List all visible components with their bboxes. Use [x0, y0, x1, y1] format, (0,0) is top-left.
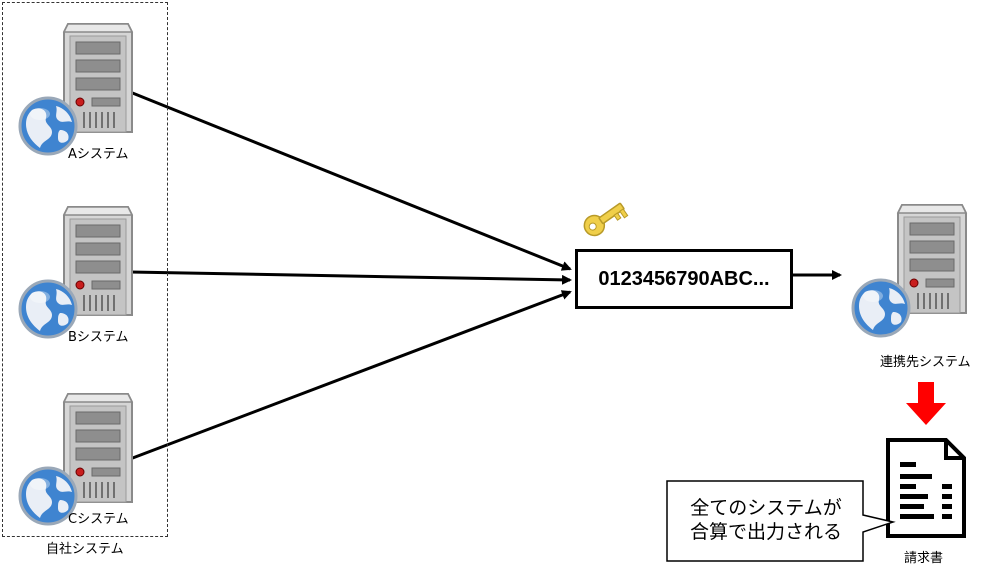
- globe-icon: [851, 278, 911, 338]
- arrow-a-to-key: [129, 90, 572, 271]
- document-label: 請求書: [904, 551, 944, 566]
- system-a-label: Aシステム: [68, 147, 129, 162]
- arrow-b-to-key: [129, 270, 572, 285]
- target-system-label: 連携先システム: [880, 355, 971, 370]
- callout-line-2: 合算で出力される: [689, 521, 842, 543]
- group-label: 自社システム: [46, 542, 124, 557]
- document-icon: [886, 438, 966, 538]
- target-system-node: [851, 204, 967, 338]
- key-value-text: 0123456790ABC...: [598, 267, 770, 290]
- key-icon: [580, 197, 630, 240]
- system-b-label: Bシステム: [68, 330, 129, 345]
- group-box: [2, 2, 168, 537]
- system-c-label: Cシステム: [68, 512, 129, 527]
- arrow-c-to-key: [129, 290, 572, 461]
- key-value-box: 0123456790ABC...: [575, 249, 793, 309]
- callout-text: 全てのシステムが 合算で出力される: [672, 496, 860, 544]
- callout-bubble: [666, 480, 896, 562]
- down-arrow-icon: [906, 382, 946, 425]
- callout-line-1: 全てのシステムが: [690, 497, 842, 519]
